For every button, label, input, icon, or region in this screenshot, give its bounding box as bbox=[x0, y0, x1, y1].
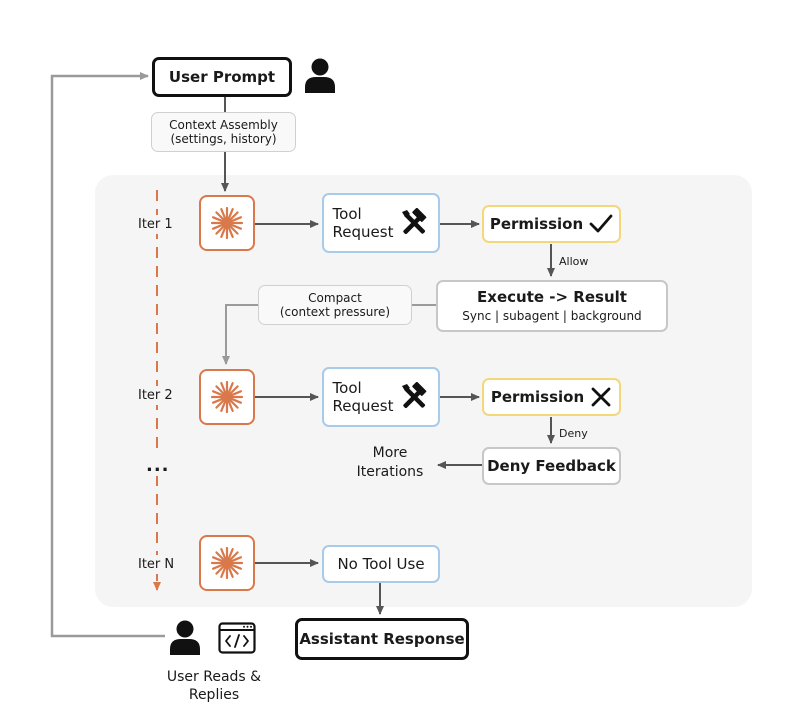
no-tool-use-label: No Tool Use bbox=[337, 555, 425, 573]
x-icon bbox=[591, 387, 611, 407]
execute-subtitle: Sync | subagent | background bbox=[462, 309, 642, 324]
user-reads-line2: Replies bbox=[188, 687, 240, 704]
tool-request-line2: Request bbox=[332, 223, 394, 241]
tool-request-line1: Tool bbox=[332, 379, 362, 397]
agent-node-iter1 bbox=[199, 195, 255, 251]
deny-feedback-node: Deny Feedback bbox=[482, 447, 621, 485]
hammer-wrench-icon bbox=[402, 382, 427, 409]
agent-node-iterN bbox=[199, 535, 255, 591]
more-line2: Iterations bbox=[356, 463, 424, 480]
iter-2-label: Iter 2 bbox=[136, 386, 175, 405]
agent-starburst-icon bbox=[210, 206, 244, 240]
more-iterations-label: More Iterations bbox=[348, 444, 432, 482]
user-prompt-node: User Prompt bbox=[152, 57, 292, 97]
iter-n-label: Iter N bbox=[136, 555, 177, 574]
compact-line2: (context pressure) bbox=[279, 305, 391, 319]
user-prompt-label: User Prompt bbox=[168, 68, 276, 86]
tool-request-node-iter1: Tool Request bbox=[322, 193, 440, 253]
deny-label: Deny bbox=[559, 427, 588, 440]
tool-request-line2: Request bbox=[332, 397, 394, 415]
compact-node: Compact (context pressure) bbox=[258, 285, 412, 325]
person-icon bbox=[170, 620, 200, 655]
tool-request-node-iter2: Tool Request bbox=[322, 367, 440, 427]
no-tool-use-node: No Tool Use bbox=[322, 545, 440, 583]
hammer-wrench-icon bbox=[402, 208, 427, 235]
user-reads-label: User Reads & Replies bbox=[148, 668, 280, 704]
permission-label: Permission bbox=[490, 388, 585, 406]
more-line1: More bbox=[372, 445, 408, 461]
person-icon bbox=[305, 58, 335, 93]
compact-to-agent2-connector bbox=[222, 304, 258, 365]
assistant-response-label: Assistant Response bbox=[299, 630, 465, 648]
permission-node-allow: Permission bbox=[482, 205, 621, 243]
checkmark-icon bbox=[589, 214, 613, 233]
allow-label: Allow bbox=[559, 255, 589, 268]
context-assembly-line2: (settings, history) bbox=[170, 132, 277, 146]
permission-label: Permission bbox=[489, 215, 584, 233]
tool-request-line1: Tool bbox=[332, 205, 362, 223]
agent-starburst-icon bbox=[210, 546, 244, 580]
execute-title: Execute -> Result bbox=[477, 288, 627, 307]
context-assembly-line1: Context Assembly bbox=[169, 117, 278, 132]
deny-feedback-label: Deny Feedback bbox=[487, 457, 616, 475]
compact-line1: Compact bbox=[308, 290, 362, 305]
agent-starburst-icon bbox=[210, 380, 244, 414]
context-assembly-node: Context Assembly (settings, history) bbox=[151, 112, 296, 152]
permission-node-deny: Permission bbox=[482, 378, 621, 416]
user-reads-line1: User Reads & bbox=[166, 669, 262, 685]
assistant-response-node: Assistant Response bbox=[295, 618, 469, 660]
return-loop-connector bbox=[50, 72, 165, 638]
iter-1-label: Iter 1 bbox=[136, 215, 175, 234]
execute-result-node: Execute -> Result Sync | subagent | back… bbox=[436, 280, 668, 332]
agent-node-iter2 bbox=[199, 369, 255, 425]
code-window-icon bbox=[218, 622, 256, 654]
iter-ellipsis: ... bbox=[144, 455, 172, 476]
